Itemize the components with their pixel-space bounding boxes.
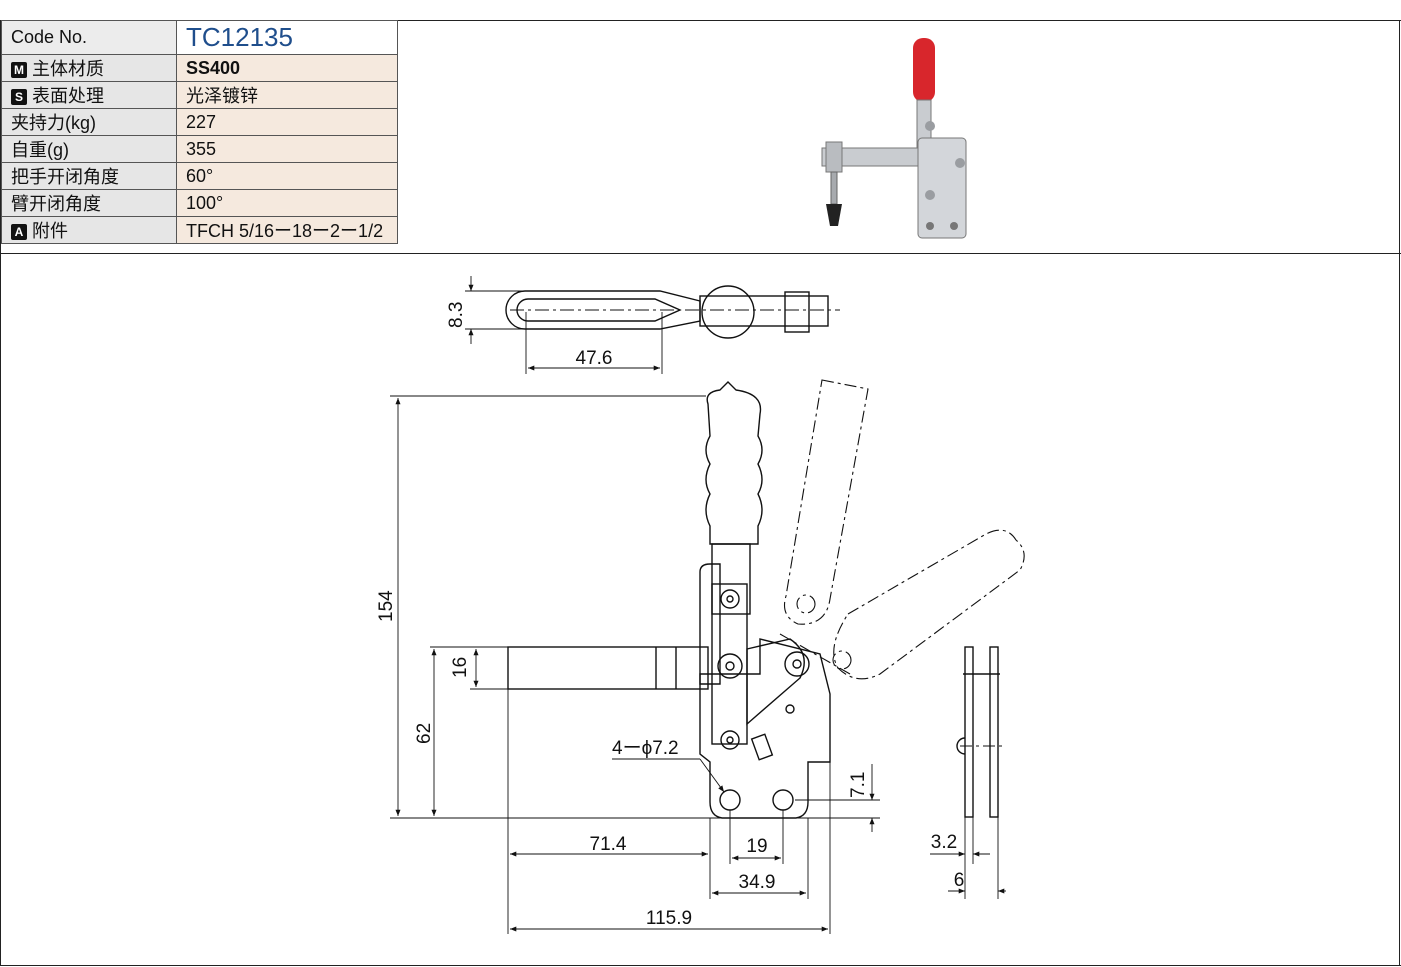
dimension-labels: 8.3 47.6 154 16 62 4ーϕ7.2 7.1 71.4 19 34… xyxy=(376,302,964,929)
spec-label: 夹持力(kg) xyxy=(1,108,177,136)
spec-label: 臂开闭角度 xyxy=(1,189,177,217)
dim-hole-offset: 7.1 xyxy=(848,772,869,798)
dim-height: 154 xyxy=(376,590,397,622)
middle-rule xyxy=(0,253,1401,254)
dim-base-width: 34.9 xyxy=(739,872,776,893)
dim-top-width: 8.3 xyxy=(446,302,467,328)
rubber-tip-icon xyxy=(826,204,842,226)
spec-row-handle-angle: 把手开闭角度 60° xyxy=(1,162,398,190)
spec-label: 把手开闭角度 xyxy=(1,162,177,190)
spec-label: 自重(g) xyxy=(1,135,177,163)
spec-row-force: 夹持力(kg) 227 xyxy=(1,108,398,136)
dim-plate-gap: 6 xyxy=(954,870,965,891)
technical-drawing: 8.3 47.6 154 16 62 4ーϕ7.2 7.1 71.4 19 34… xyxy=(376,276,1025,934)
bottom-rule xyxy=(0,965,1401,966)
spec-value: 100° xyxy=(176,189,398,217)
dim-top-length: 47.6 xyxy=(576,348,613,369)
phantom-positions xyxy=(779,379,1025,680)
dim-holes: 4ーϕ7.2 xyxy=(612,738,679,759)
spec-value: 227 xyxy=(176,108,398,136)
dim-bar-height: 16 xyxy=(450,657,471,678)
dim-plate-thickness: 3.2 xyxy=(931,832,957,853)
spec-value: 光泽镀锌 xyxy=(176,81,398,109)
a-badge-icon: A xyxy=(11,224,27,240)
spec-value: SS400 xyxy=(176,54,398,82)
spec-row-arm-angle: 臂开闭角度 100° xyxy=(1,189,398,217)
dim-total-length: 115.9 xyxy=(646,908,692,929)
spec-value: 60° xyxy=(176,162,398,190)
m-badge-icon: M xyxy=(11,62,27,78)
top-view xyxy=(505,285,840,339)
spec-label: Code No. xyxy=(1,20,177,55)
code-number: TC12135 xyxy=(176,20,398,55)
left-rule xyxy=(0,20,1,966)
clamp-photo xyxy=(821,38,967,239)
dim-arm-reach: 71.4 xyxy=(590,834,627,855)
dim-base-height: 62 xyxy=(414,723,435,744)
dim-hole-pitch: 19 xyxy=(746,836,767,857)
spec-row-code: Code No. TC12135 xyxy=(1,20,398,55)
right-rule xyxy=(1399,20,1400,966)
dimension-lines xyxy=(390,276,1006,934)
top-rule xyxy=(0,20,1401,21)
spec-value: 355 xyxy=(176,135,398,163)
spec-value: TFCH 5/16ー18ー2ー1/2 xyxy=(176,216,398,244)
s-badge-icon: S xyxy=(11,89,27,105)
spec-row-weight: 自重(g) 355 xyxy=(1,135,398,163)
plate-side-view xyxy=(956,646,1003,818)
handle-grip-icon xyxy=(913,38,935,102)
